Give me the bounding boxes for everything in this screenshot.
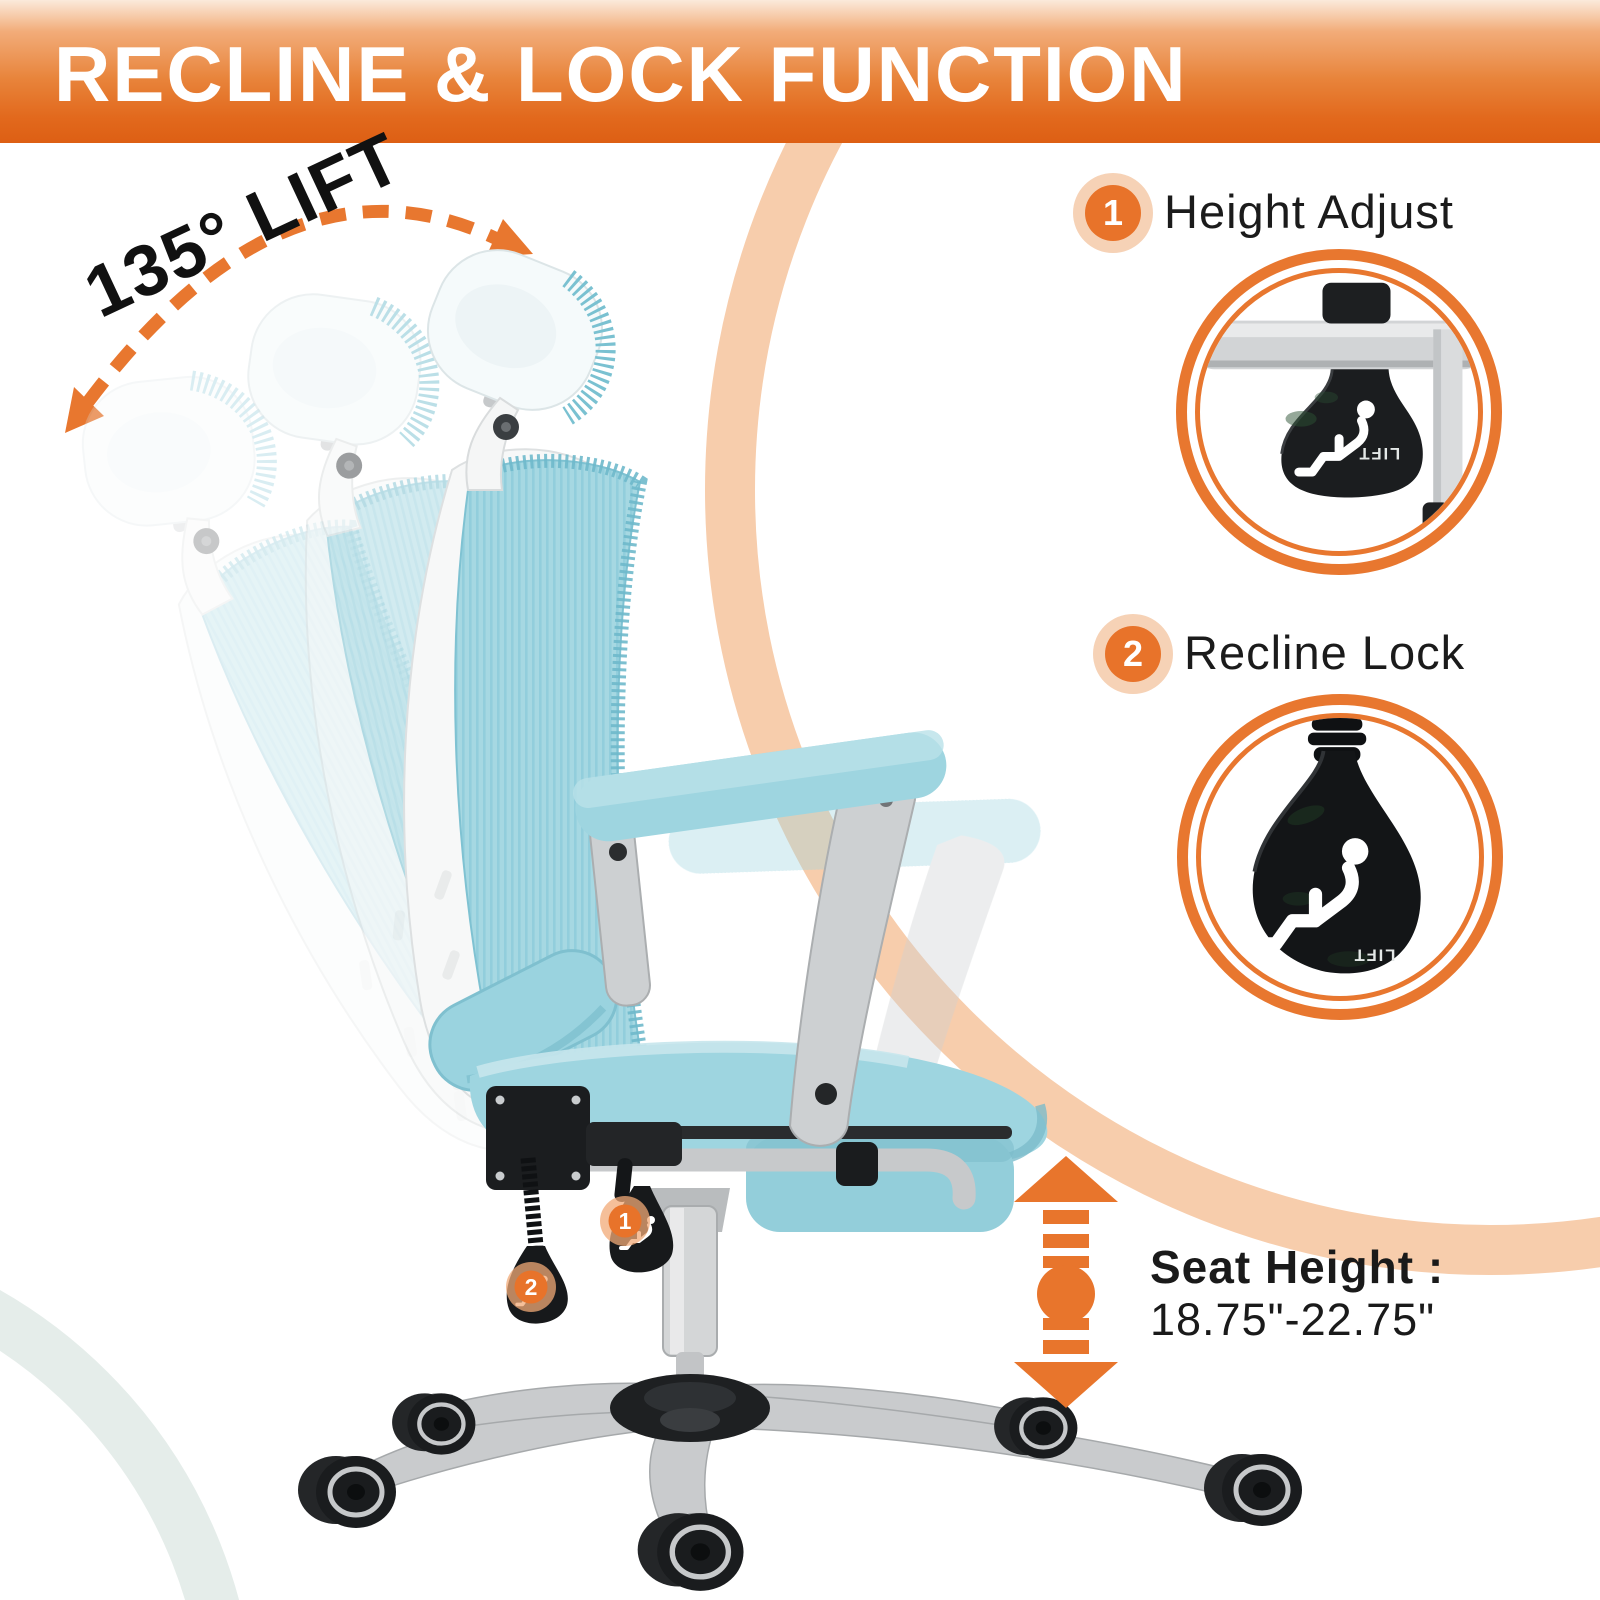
recline-lock-inset: LIFT: [1177, 694, 1503, 1020]
svg-text:LIFT: LIFT: [1358, 444, 1401, 463]
callout-2-badge: 2: [1093, 614, 1173, 694]
armrest: [573, 730, 947, 1147]
decor-arc-teal: [0, 1290, 239, 1600]
seat-height-label: Seat Height :: [1150, 1241, 1445, 1293]
svg-text:1: 1: [619, 1208, 632, 1234]
callout-1-badge: 1: [1073, 173, 1153, 253]
base-hub: [610, 1374, 770, 1442]
page-title: RECLINE & LOCK FUNCTION: [54, 30, 1188, 118]
seat-height-range: 18.75"-22.75": [1150, 1294, 1436, 1345]
callout-1-number: 1: [1085, 185, 1141, 241]
callout-1-label: Height Adjust: [1164, 185, 1454, 238]
seat-height-arrow-icon: [1014, 1156, 1118, 1408]
recline-lock-inset-photo: LIFT: [1196, 713, 1484, 1001]
callout-2-number: 2: [1105, 626, 1161, 682]
under-seat-frame: [486, 1086, 1012, 1210]
height-adjust-inset: LIFT: [1176, 249, 1502, 575]
lever-marker-1: 1: [600, 1196, 650, 1246]
lever-marker-2: 2: [506, 1262, 556, 1312]
chair-base: [349, 1382, 1264, 1549]
recline-arc-icon: [65, 204, 533, 433]
height-adjust-inset-photo: LIFT: [1195, 268, 1483, 556]
header-banner: RECLINE & LOCK FUNCTION: [0, 0, 1600, 143]
decor-arc-peach: [705, 0, 1600, 1275]
svg-text:LIFT: LIFT: [1353, 945, 1396, 964]
callout-2-label: Recline Lock: [1184, 626, 1466, 679]
svg-text:2: 2: [525, 1274, 538, 1300]
